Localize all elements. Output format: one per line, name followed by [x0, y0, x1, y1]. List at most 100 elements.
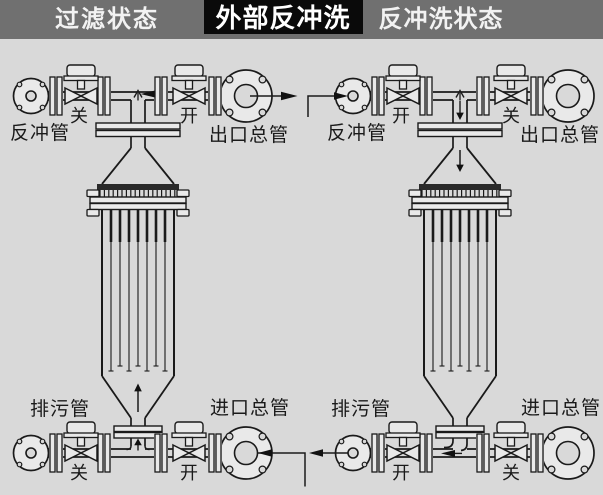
bottom-right-valve-body	[187, 443, 206, 463]
label-backwash-pipe: 反冲管	[10, 122, 70, 144]
flange-pair	[419, 433, 426, 473]
bottom-left-valve-actuator-cap	[66, 421, 96, 435]
flange-pair	[215, 76, 222, 116]
label-inlet-main: 进口总管	[521, 397, 601, 419]
label-drain-pipe: 排污管	[30, 398, 90, 420]
bottom-right-flange-disc-bolt-hole	[225, 465, 234, 474]
flange-pair	[208, 433, 215, 473]
top-left-valve-body	[401, 86, 420, 106]
bottom-left-valve-actuator-base	[385, 432, 421, 439]
top-left-flange-disc-bolt-hole	[39, 81, 46, 88]
vessel-flange-bolt	[86, 208, 100, 217]
cone-down-arrow	[456, 164, 464, 172]
top-tee-flow-arrow	[140, 90, 155, 98]
top-right-flange-disc-bolt-hole	[258, 75, 267, 84]
bottom-right-flange-disc-bolt-hole	[258, 432, 267, 441]
flange-pair	[426, 433, 433, 473]
header-highlight-box	[204, 0, 363, 34]
top-left-valve-body	[64, 86, 83, 106]
top-right-valve-actuator-base	[171, 75, 207, 82]
cone-top-flange	[417, 129, 503, 138]
bottom-right-flange-disc-bolt-hole	[580, 465, 589, 474]
top-left-valve-body	[386, 86, 405, 106]
flange-pair	[56, 76, 63, 116]
riser-left-arrow	[441, 450, 455, 457]
valve-state-label: 开	[392, 106, 410, 127]
top-right-flange-disc-bolt-hole	[580, 108, 589, 117]
valve-state-label: 关	[70, 106, 88, 127]
bottom-right-valve-actuator-base	[493, 432, 529, 439]
flange-pair	[537, 76, 544, 116]
top-left-flange-disc-bolt-hole	[39, 104, 46, 111]
bottom-left-flange-disc-bolt-hole	[16, 438, 23, 445]
top-nozzle-tip	[455, 89, 465, 98]
top-right-valve-actuator-stem	[184, 79, 194, 90]
flange-pair	[537, 433, 544, 473]
top-left-valve-actuator-stem	[398, 79, 408, 90]
flange-pair	[161, 76, 168, 116]
top-right-valve-body	[172, 86, 191, 106]
vessel-flange	[411, 202, 509, 211]
flange-pair	[378, 76, 385, 116]
top-left-flange-disc-bore	[347, 90, 359, 102]
top-left-valve-actuator-stem	[76, 79, 86, 90]
label-inlet-main: 进口总管	[210, 397, 290, 419]
bottom-right-flange-disc-bolt-hole	[225, 432, 234, 441]
vessel-flange-bolt	[498, 208, 512, 217]
bottom-cone-wall	[466, 375, 497, 419]
bottom-left-valve-body	[401, 443, 420, 463]
flange-pair	[104, 433, 111, 473]
bottom-right-valve-body	[172, 443, 191, 463]
bottom-left-valve-actuator-stem	[398, 436, 408, 447]
cone-up-arrow	[134, 383, 142, 392]
top-left-valve-actuator-cap	[66, 64, 96, 78]
bottom-left-valve-actuator-cap	[388, 421, 418, 435]
bottom-left-flange-disc-bolt-hole	[338, 438, 345, 445]
bottom-right-valve-actuator-stem	[506, 436, 516, 447]
top-left-valve-actuator-base	[385, 75, 421, 82]
flange-pair	[419, 76, 426, 116]
bottom-right-valve-body	[494, 443, 513, 463]
top-left-flange-disc-bolt-hole	[338, 81, 345, 88]
bottom-right-valve-actuator-stem	[184, 436, 194, 447]
top-right-valve-actuator-stem	[506, 79, 516, 90]
top-right-flange-disc-bolt-hole	[580, 75, 589, 84]
flange-pair	[97, 433, 104, 473]
top-left-flange-disc-bore	[25, 90, 37, 102]
drain-exit-arrow	[309, 449, 323, 457]
top-right-valve-body	[187, 86, 206, 106]
bell-flare	[144, 445, 150, 451]
backwash-entry-line	[307, 95, 334, 117]
top-right-flange-disc-bolt-hole	[225, 108, 234, 117]
top-right-valve-actuator-base	[493, 75, 529, 82]
vessel-flange-bolt	[408, 189, 422, 198]
top-left-flange-disc-bolt-hole	[361, 81, 368, 88]
bottom-right-valve-actuator-cap	[496, 421, 526, 435]
top-right-valve-body	[509, 86, 528, 106]
flange-pair	[56, 433, 63, 473]
bottom-left-flange-disc-bolt-hole	[361, 438, 368, 445]
bottom-left-flange-disc-bolt-hole	[338, 461, 345, 468]
top-right-flange-disc-bolt-hole	[258, 108, 267, 117]
vessel-flange-bolt	[176, 208, 190, 217]
top-right-flange-disc-bolt-hole	[547, 75, 556, 84]
flange-pair	[483, 76, 490, 116]
header-label-backwash-state: 反冲洗状态	[379, 5, 504, 33]
valve-state-label: 开	[392, 463, 410, 484]
bottom-left-flange-disc-bolt-hole	[39, 461, 46, 468]
valve-state-label: 关	[502, 463, 520, 484]
flange-pair	[49, 433, 56, 473]
flange-pair	[154, 433, 161, 473]
flange-pair	[208, 76, 215, 116]
flange-pair	[371, 433, 378, 473]
top-right-flange-disc-bore	[555, 83, 581, 109]
top-nozzle-tip	[133, 89, 143, 98]
bell-flare	[126, 445, 132, 451]
bottom-left-valve-body	[79, 443, 98, 463]
bottom-riser-wall	[460, 438, 468, 452]
header-bar: 过滤状态外部反冲洗反冲洗状态	[0, 0, 603, 39]
top-left-flange-disc-bolt-hole	[361, 104, 368, 111]
bottom-right-flange-disc-bore	[233, 440, 259, 466]
vessel-flange	[89, 202, 187, 211]
